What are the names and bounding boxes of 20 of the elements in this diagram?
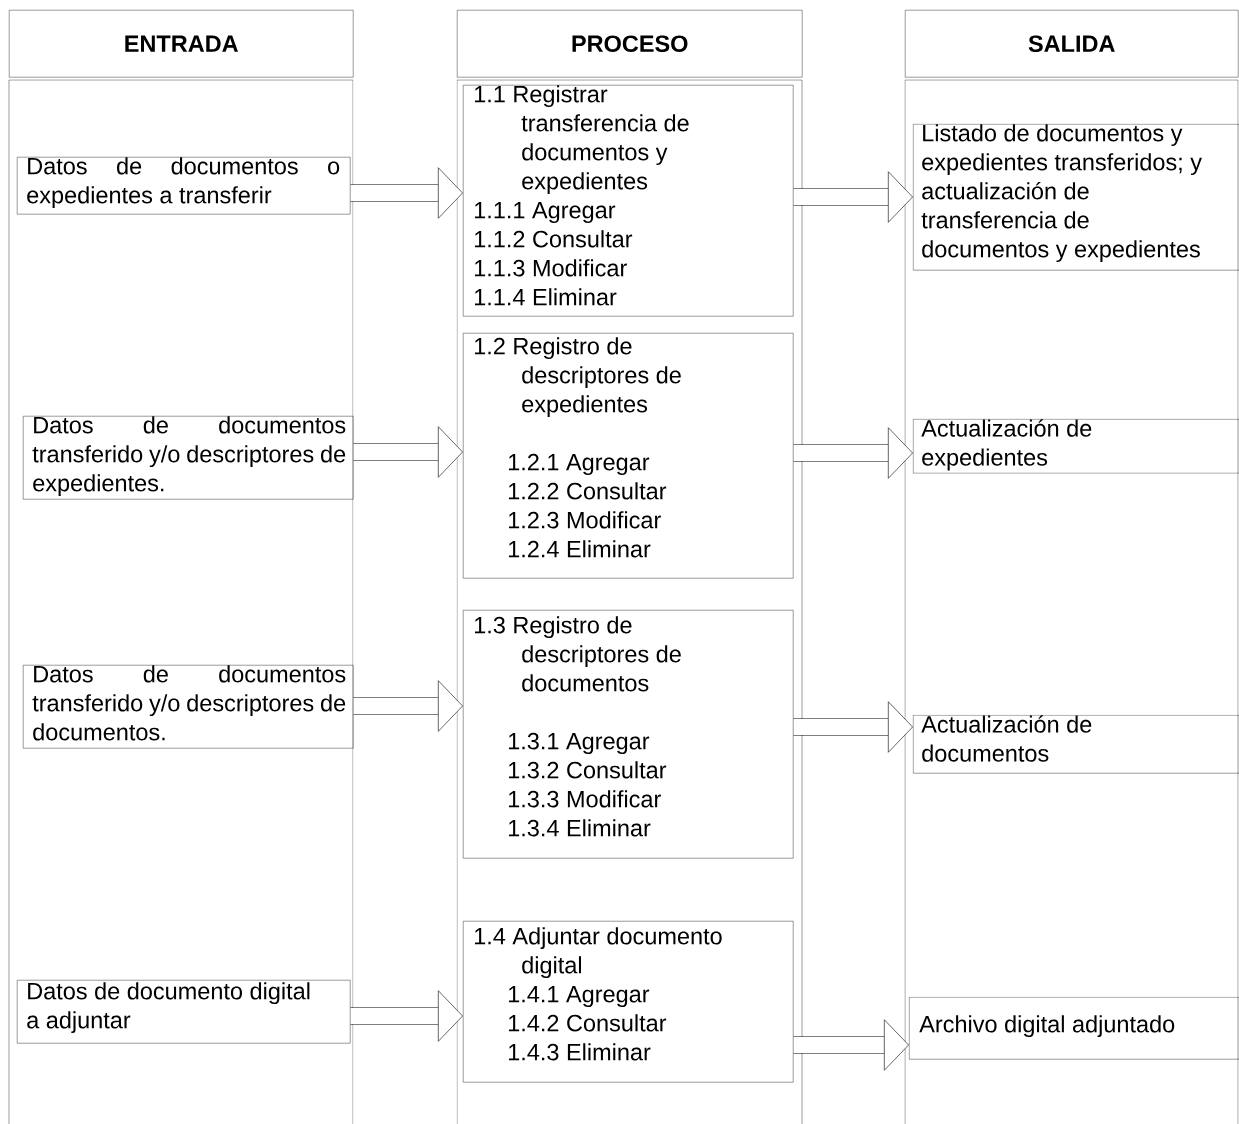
process-box: 1.2 Registro de descriptores de expedientes 1.2.1 Agregar 1.2.2 Consultar 1.2.3 Modificar 1.2.4 Eliminar	[463, 333, 794, 579]
output-box: Actualización de documentos	[913, 715, 1239, 774]
block-arrow	[793, 1019, 909, 1071]
block-arrow	[353, 426, 463, 478]
input-box: Datos de documentos transferido y/o descriptores de expedientes.	[23, 416, 354, 500]
block-arrow	[353, 680, 463, 732]
output-box: Archivo digital adjuntado	[909, 997, 1239, 1060]
block-arrow	[793, 427, 913, 479]
output-box: Actualización de expedientes	[913, 419, 1239, 474]
block-arrow	[793, 171, 913, 223]
block-arrow	[793, 701, 913, 753]
process-box: 1.4 Adjuntar documento digital 1.4.1 Agregar 1.4.2 Consultar 1.4.3 Eliminar	[463, 921, 794, 1083]
block-arrow	[350, 990, 463, 1042]
input-box: Datos de documento digital a adjuntar	[17, 980, 351, 1044]
input-box: Datos de documentos o expedientes a transferir	[17, 157, 351, 215]
input-box: Datos de documentos transferido y/o descriptores de documentos.	[23, 665, 354, 749]
block-arrow	[350, 167, 463, 219]
output-box: Listado de documentos y expedientes transferidos; y actualización de transferencia de documentos y expedientes	[913, 124, 1239, 271]
process-box: 1.1 Registrar transferencia de documentos y expedientes 1.1.1 Agregar 1.1.2 Consultar 1.1.3 Modificar 1.1.4 Eliminar	[463, 85, 794, 317]
process-box: 1.3 Registro de descriptores de documentos 1.3.1 Agregar 1.3.2 Consultar 1.3.3 Modificar 1.3.4 Eliminar	[463, 610, 794, 859]
